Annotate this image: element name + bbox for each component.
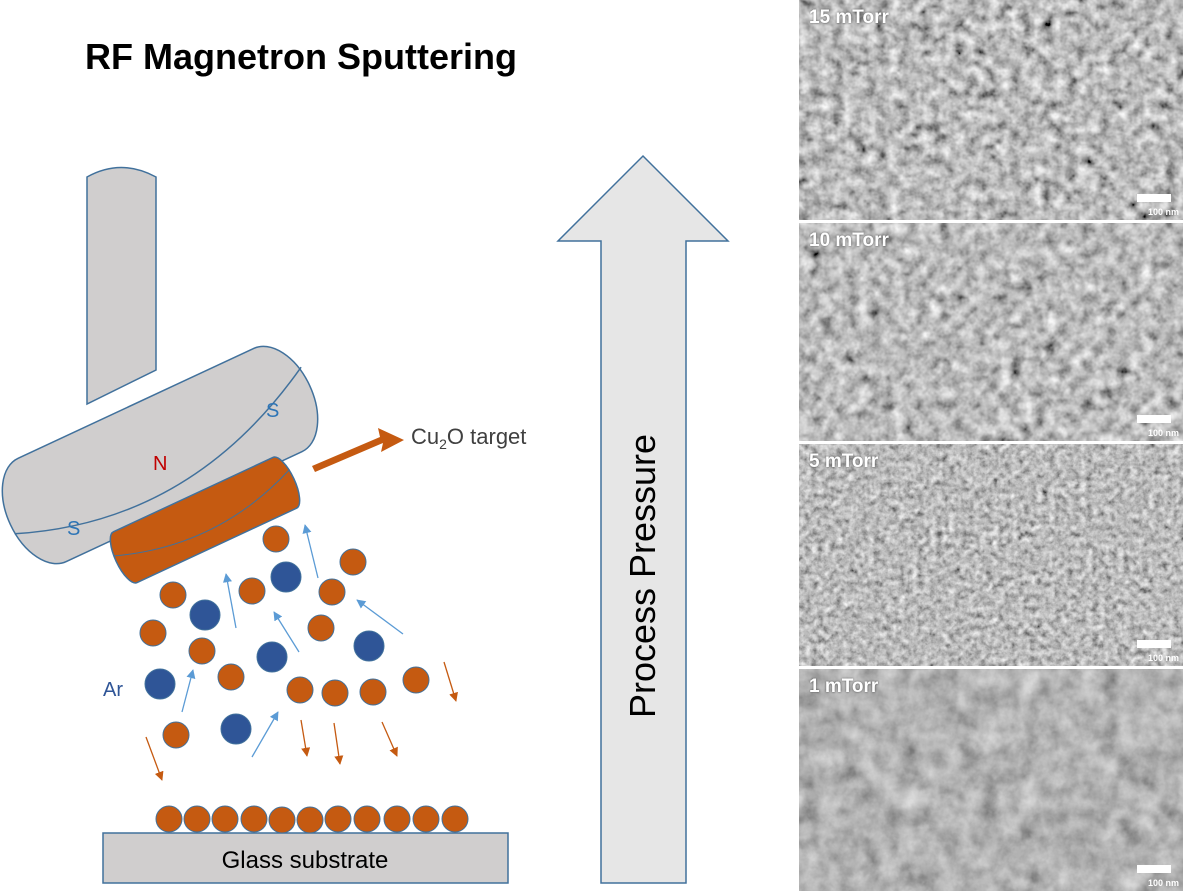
process-pressure-label: Process Pressure — [622, 434, 663, 718]
magnet-pole-n: N — [153, 453, 167, 475]
deposition-arrows — [145, 661, 458, 781]
sputtered-particles — [139, 525, 430, 749]
sem-pressure-label: 5 mTorr — [809, 451, 879, 472]
process-pressure-arrow — [556, 154, 730, 884]
sem-panel-1-mtorr: 1 mTorr 100 nm — [799, 669, 1183, 891]
magnet-pole-s-right: S — [266, 400, 279, 422]
sem-pressure-label: 1 mTorr — [809, 676, 879, 697]
deposited-film — [155, 805, 469, 834]
sem-panel-15-mtorr: 15 mTorr 100 nm — [799, 0, 1183, 220]
sem-texture — [799, 0, 1183, 220]
page-title: RF Magnetron Sputtering — [85, 36, 517, 77]
sem-texture — [799, 444, 1183, 666]
scale-bar — [1137, 640, 1171, 648]
sem-panel-5-mtorr: 5 mTorr 100 nm — [799, 444, 1183, 666]
ion-trajectory-arrows — [181, 524, 404, 758]
support-shaft — [86, 166, 157, 406]
argon-ions — [144, 561, 385, 745]
target-label-base: Cu — [411, 424, 439, 449]
sem-texture — [799, 669, 1183, 891]
target-label-rest: O target — [447, 424, 526, 449]
sem-texture — [799, 223, 1183, 441]
cu2o-target — [109, 456, 301, 584]
ar-label: Ar — [103, 679, 123, 701]
scale-bar-label: 100 nm — [1147, 207, 1179, 217]
scale-bar-label: 100 nm — [1147, 428, 1179, 438]
sem-pressure-label: 10 mTorr — [809, 230, 889, 251]
scale-bar-label: 100 nm — [1147, 653, 1179, 663]
scale-bar-label: 100 nm — [1147, 878, 1179, 888]
scale-bar — [1137, 865, 1171, 873]
sem-pressure-label: 15 mTorr — [809, 7, 889, 28]
scale-bar — [1137, 415, 1171, 423]
target-label-subscript: 2 — [439, 436, 447, 452]
target-pointer-arrow — [312, 428, 404, 472]
magnetron-housing — [1, 345, 319, 565]
magnet-pole-s-left: S — [67, 518, 80, 540]
substrate-label: Glass substrate — [222, 847, 389, 874]
scale-bar — [1137, 194, 1171, 202]
target-label: Cu2O target — [411, 424, 526, 452]
sem-panel-10-mtorr: 10 mTorr 100 nm — [799, 223, 1183, 441]
glass-substrate — [102, 832, 509, 884]
